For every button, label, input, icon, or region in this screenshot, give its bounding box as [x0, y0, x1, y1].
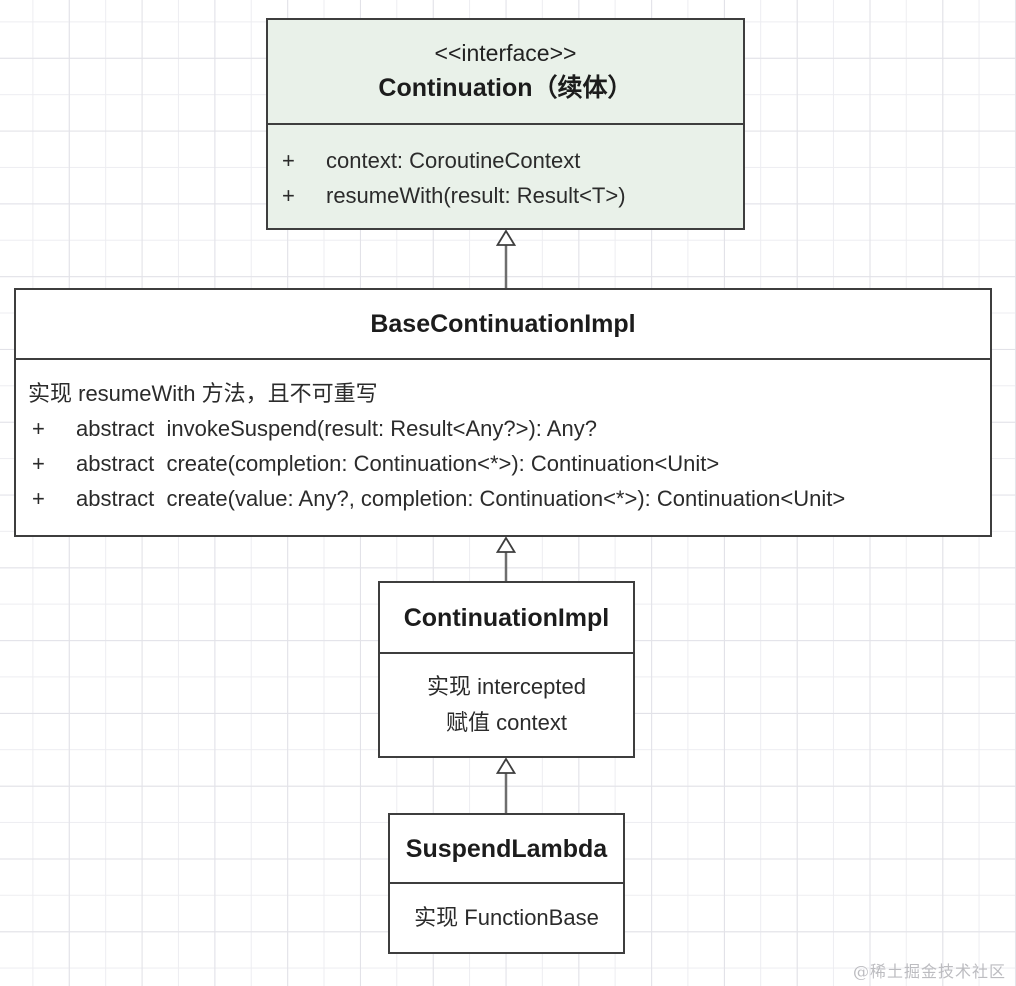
- member-text: abstract create(value: Any?, completion:…: [76, 486, 846, 511]
- class-box-continuation: <<interface>> Continuation（续体） + context…: [266, 18, 745, 230]
- class-box-suspend-lambda: SuspendLambda 实现 FunctionBase: [388, 813, 625, 954]
- member-row: + context: CoroutineContext: [282, 143, 733, 178]
- member-row: + abstract create(completion: Continuati…: [26, 446, 980, 481]
- watermark: @稀土掘金技术社区: [852, 962, 1006, 981]
- member-row: + resumeWith(result: Result<T>): [282, 178, 733, 213]
- class-name-suspend-lambda: SuspendLambda: [405, 834, 608, 863]
- body-line: 实现 intercepted: [427, 674, 586, 699]
- class-name-continuation: Continuation（续体）: [378, 73, 633, 102]
- class-header-continuation: <<interface>> Continuation（续体）: [268, 20, 743, 125]
- class-header-suspend-lambda: SuspendLambda: [390, 815, 623, 884]
- class-box-continuation-impl: ContinuationImpl 实现 intercepted 赋值 conte…: [378, 581, 635, 758]
- visibility-plus: +: [282, 183, 295, 208]
- inheritance-arrow-lambda-to-impl: [495, 757, 517, 813]
- body-line: 赋值 context: [445, 710, 568, 735]
- class-note: 实现 resumeWith 方法，且不可重写: [28, 381, 378, 406]
- body-line: 实现 FunctionBase: [414, 905, 599, 930]
- member-text: abstract create(completion: Continuation…: [76, 451, 720, 476]
- class-body-continuation-impl: 实现 intercepted 赋值 context: [380, 654, 633, 756]
- class-members-base-continuation-impl: 实现 resumeWith 方法，且不可重写 + abstract invoke…: [16, 360, 990, 535]
- inheritance-arrow-impl-to-base: [495, 536, 517, 581]
- member-row: + abstract create(value: Any?, completio…: [26, 481, 980, 516]
- member-text: abstract invokeSuspend(result: Result<An…: [76, 416, 597, 441]
- class-body-suspend-lambda: 实现 FunctionBase: [390, 884, 623, 952]
- member-text: context: CoroutineContext: [326, 148, 581, 173]
- class-header-continuation-impl: ContinuationImpl: [380, 583, 633, 654]
- class-box-base-continuation-impl: BaseContinuationImpl 实现 resumeWith 方法，且不…: [14, 288, 992, 537]
- member-row: + abstract invokeSuspend(result: Result<…: [26, 411, 980, 446]
- visibility-plus: +: [32, 416, 45, 441]
- class-name-base-continuation-impl: BaseContinuationImpl: [370, 310, 636, 338]
- stereotype-label: <<interface>>: [434, 39, 577, 66]
- visibility-plus: +: [282, 148, 295, 173]
- visibility-plus: +: [32, 486, 45, 511]
- member-text: resumeWith(result: Result<T>): [326, 183, 626, 208]
- class-header-base-continuation-impl: BaseContinuationImpl: [16, 290, 990, 360]
- class-members-continuation: + context: CoroutineContext + resumeWith…: [268, 125, 743, 228]
- class-name-continuation-impl: ContinuationImpl: [403, 603, 610, 632]
- visibility-plus: +: [32, 451, 45, 476]
- inheritance-arrow-base-to-continuation: [495, 229, 517, 288]
